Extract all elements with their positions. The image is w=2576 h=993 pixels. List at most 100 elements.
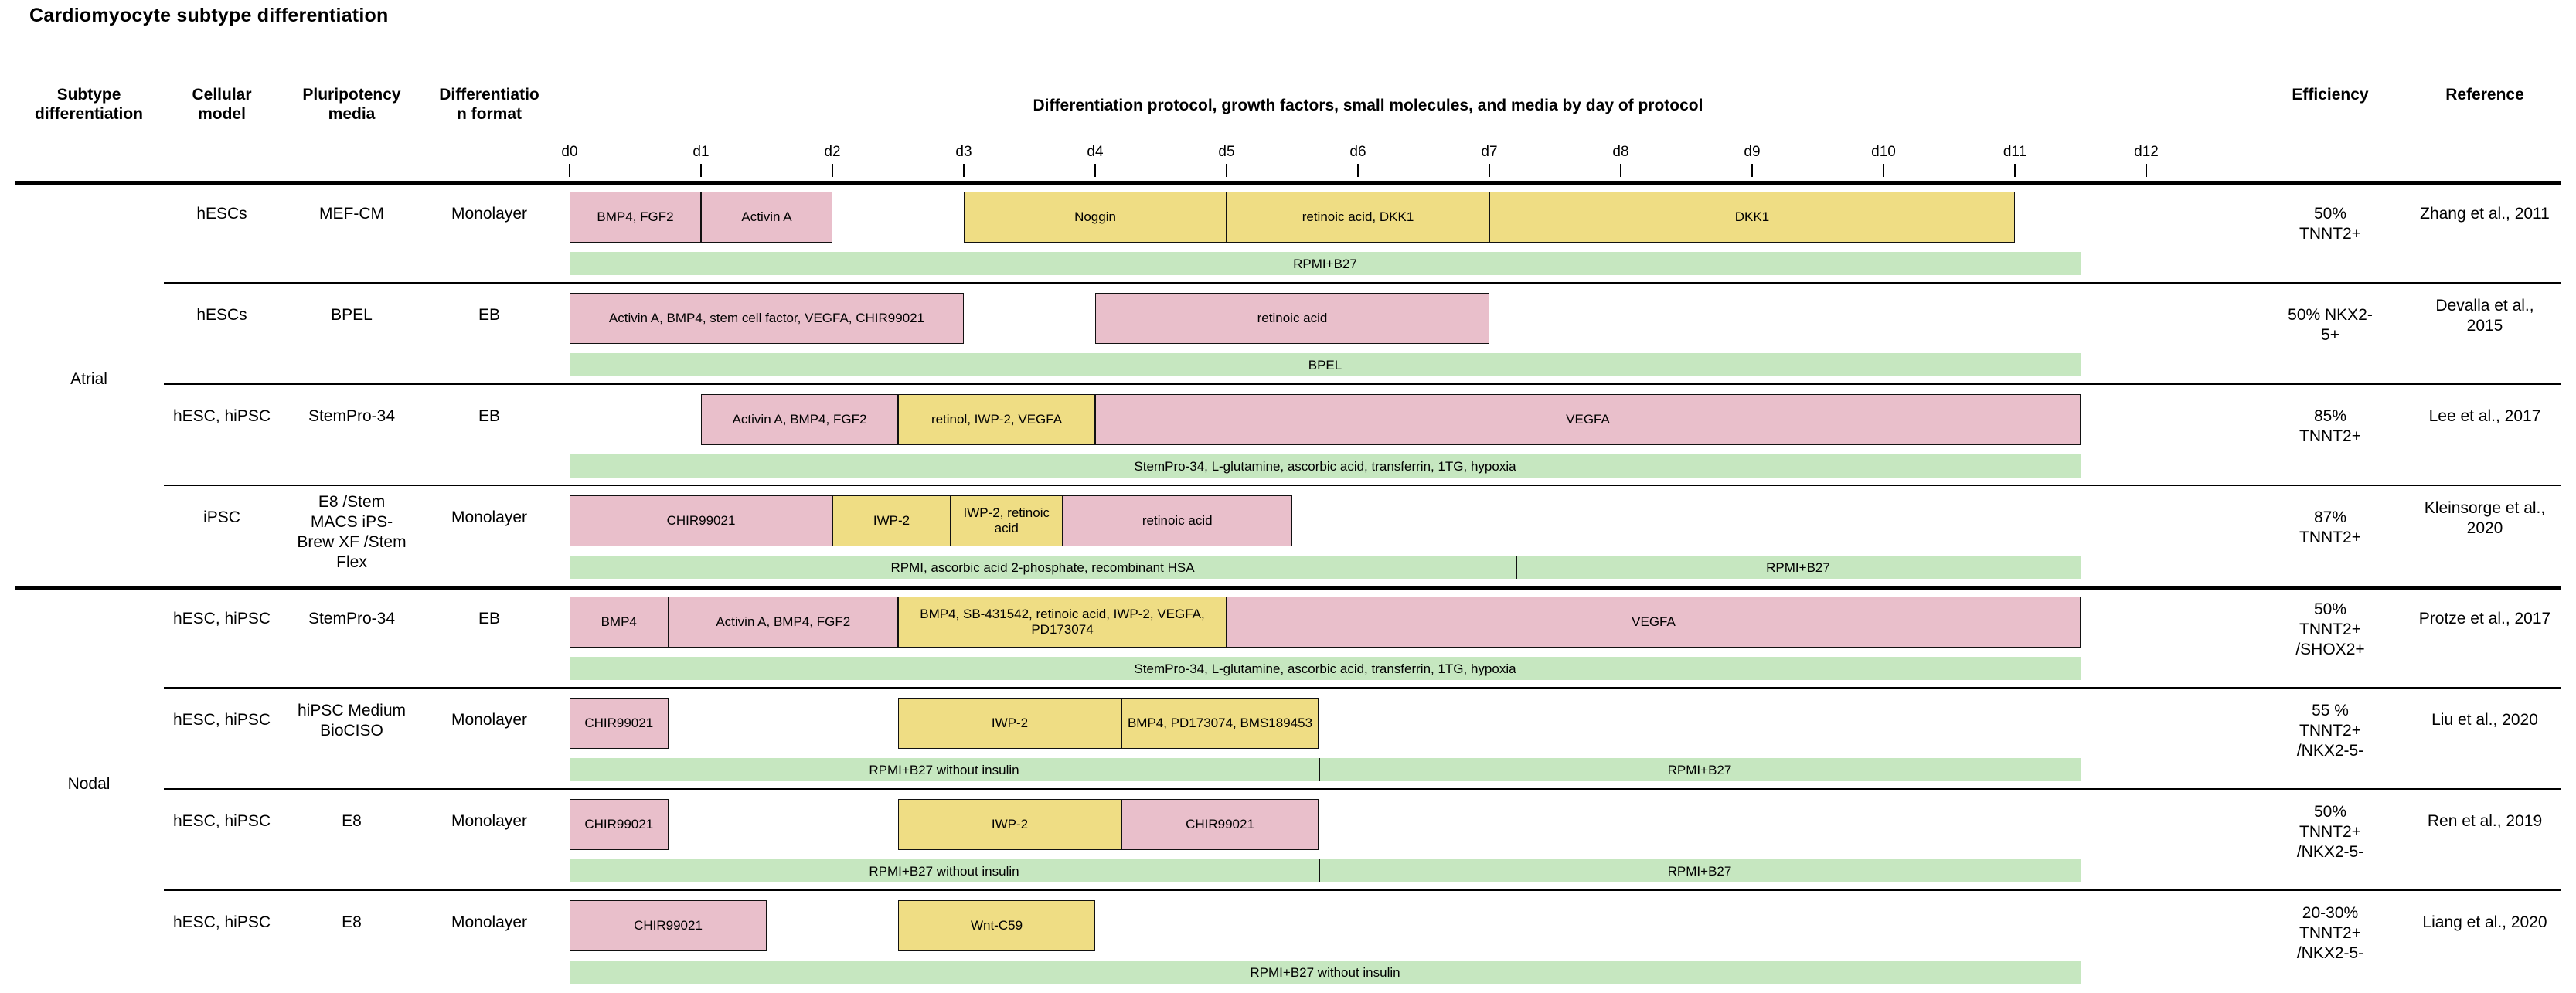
cell-efficiency: 50%TNNT2+/NKX2-5- bbox=[2296, 803, 2364, 861]
day-label-d4: d4 bbox=[1087, 144, 1104, 160]
row-divider bbox=[164, 687, 2561, 689]
protocol-factor-block: IWP-2 bbox=[898, 799, 1121, 850]
day-label-d10: d10 bbox=[1871, 144, 1896, 160]
cell-efficiency: 50% NKX2-5+ bbox=[2288, 306, 2373, 344]
cell-pluripotency-media: E8 bbox=[342, 812, 362, 830]
column-header-pluripotency-line1: Pluripotency bbox=[302, 86, 401, 104]
group-label-atrial: Atrial bbox=[70, 369, 107, 388]
cell-differentiation-format: EB bbox=[478, 306, 500, 324]
protocol-media-block: BPEL bbox=[570, 353, 2081, 376]
column-header-pluripotency-media: Pluripotency media bbox=[282, 85, 421, 124]
protocol-factor-block: BMP4, FGF2 bbox=[570, 192, 701, 243]
day-label-d11: d11 bbox=[2003, 144, 2027, 160]
day-tick-d7 bbox=[1489, 164, 1490, 177]
day-tick-d9 bbox=[1751, 164, 1753, 177]
column-header-cellular-line1: Cellular bbox=[192, 86, 252, 104]
row-divider bbox=[164, 788, 2561, 790]
cell-reference: Liu et al., 2020 bbox=[2431, 711, 2538, 729]
row-divider bbox=[164, 485, 2561, 486]
cell-efficiency: 20-30%TNNT2+/NKX2-5- bbox=[2296, 904, 2364, 962]
day-label-d12: d12 bbox=[2134, 144, 2159, 160]
cell-efficiency: 55 %TNNT2+/NKX2-5- bbox=[2296, 702, 2364, 760]
cell-cellular-model: hESCs bbox=[196, 205, 247, 223]
day-label-d9: d9 bbox=[1744, 144, 1761, 160]
cell-efficiency: 50%TNNT2+/SHOX2+ bbox=[2295, 600, 2365, 658]
column-header-subtype: Subtype differentiation bbox=[15, 85, 162, 124]
cell-cellular-model: hESC, hiPSC bbox=[172, 812, 271, 830]
column-header-subtype-line2: differentiation bbox=[35, 105, 143, 123]
protocol-factor-block: CHIR99021 bbox=[1121, 799, 1319, 850]
protocol-factor-block: Activin A, BMP4, stem cell factor, VEGFA… bbox=[570, 293, 964, 344]
day-tick-d1 bbox=[700, 164, 702, 177]
day-tick-d4 bbox=[1094, 164, 1096, 177]
day-tick-d11 bbox=[2014, 164, 2016, 177]
protocol-media-block: RPMI+B27 without insulin bbox=[570, 758, 1319, 781]
protocol-factor-block: retinoic acid, DKK1 bbox=[1227, 192, 1489, 243]
protocol-media-block: RPMI+B27 bbox=[1516, 556, 2081, 579]
media-separator bbox=[1319, 758, 1320, 781]
day-tick-d8 bbox=[1620, 164, 1621, 177]
cell-differentiation-format: Monolayer bbox=[451, 711, 528, 729]
column-header-reference: Reference bbox=[2445, 86, 2524, 104]
cell-reference: Protze et al., 2017 bbox=[2418, 610, 2551, 627]
protocol-media-block: RPMI+B27 bbox=[570, 252, 2081, 275]
protocol-factor-block: CHIR99021 bbox=[570, 799, 669, 850]
cell-reference: Kleinsorge et al.,2020 bbox=[2424, 499, 2546, 537]
cell-cellular-model: hESC, hiPSC bbox=[172, 407, 271, 425]
protocol-factor-block: retinol, IWP-2, VEGFA bbox=[898, 394, 1095, 445]
cell-differentiation-format: Monolayer bbox=[451, 508, 528, 526]
row-divider bbox=[164, 383, 2561, 385]
cell-cellular-model: hESC, hiPSC bbox=[172, 913, 271, 931]
day-tick-d0 bbox=[569, 164, 570, 177]
column-header-differentiation-format: Differentiatio n format bbox=[424, 85, 555, 124]
cell-differentiation-format: EB bbox=[478, 610, 500, 627]
day-tick-d10 bbox=[1883, 164, 1884, 177]
cell-pluripotency-media: StemPro-34 bbox=[308, 407, 396, 425]
day-label-d5: d5 bbox=[1218, 144, 1235, 160]
day-tick-d6 bbox=[1357, 164, 1359, 177]
cell-pluripotency-media: E8 bbox=[342, 913, 362, 931]
protocol-factor-block: BMP4 bbox=[570, 597, 669, 648]
row-divider bbox=[164, 282, 2561, 284]
protocol-factor-block: BMP4, PD173074, BMS189453 bbox=[1121, 698, 1319, 749]
column-header-protocol: Differentiation protocol, growth factors… bbox=[1033, 97, 1703, 114]
media-separator bbox=[1516, 556, 1517, 579]
protocol-media-block: StemPro-34, L-glutamine, ascorbic acid, … bbox=[570, 657, 2081, 680]
cell-efficiency: 85%TNNT2+ bbox=[2299, 407, 2361, 445]
day-tick-d5 bbox=[1226, 164, 1227, 177]
column-header-format-line1: Differentiatio bbox=[439, 86, 539, 104]
protocol-media-block: RPMI+B27 without insulin bbox=[570, 859, 1319, 882]
protocol-factor-block: retinoic acid bbox=[1062, 495, 1292, 546]
day-label-d7: d7 bbox=[1481, 144, 1498, 160]
day-tick-d12 bbox=[2146, 164, 2147, 177]
protocol-factor-block: BMP4, SB-431542, retinoic acid, IWP-2, V… bbox=[898, 597, 1227, 648]
day-label-d6: d6 bbox=[1349, 144, 1366, 160]
cell-reference: Lee et al., 2017 bbox=[2428, 407, 2541, 425]
protocol-factor-block: Wnt-C59 bbox=[898, 900, 1095, 951]
protocol-factor-block: VEGFA bbox=[1095, 394, 2081, 445]
day-label-d3: d3 bbox=[955, 144, 972, 160]
day-tick-d2 bbox=[832, 164, 833, 177]
protocol-factor-block: IWP-2, retinoic acid bbox=[951, 495, 1063, 546]
protocol-factor-block: IWP-2 bbox=[832, 495, 951, 546]
day-label-d2: d2 bbox=[824, 144, 841, 160]
cell-pluripotency-media: MEF-CM bbox=[319, 205, 384, 223]
cell-reference: Ren et al., 2019 bbox=[2427, 812, 2543, 830]
figure-title: Cardiomyocyte subtype differentiation bbox=[29, 5, 389, 26]
section-divider bbox=[15, 586, 2561, 590]
column-header-pluripotency-line2: media bbox=[328, 105, 376, 123]
protocol-factor-block: IWP-2 bbox=[898, 698, 1121, 749]
protocol-media-block: RPMI+B27 bbox=[1319, 859, 2081, 882]
column-header-subtype-line1: Subtype bbox=[56, 86, 121, 104]
protocol-media-block: RPMI+B27 without insulin bbox=[570, 961, 2081, 984]
column-header-efficiency: Efficiency bbox=[2292, 86, 2369, 104]
protocol-media-block: RPMI+B27 bbox=[1319, 758, 2081, 781]
